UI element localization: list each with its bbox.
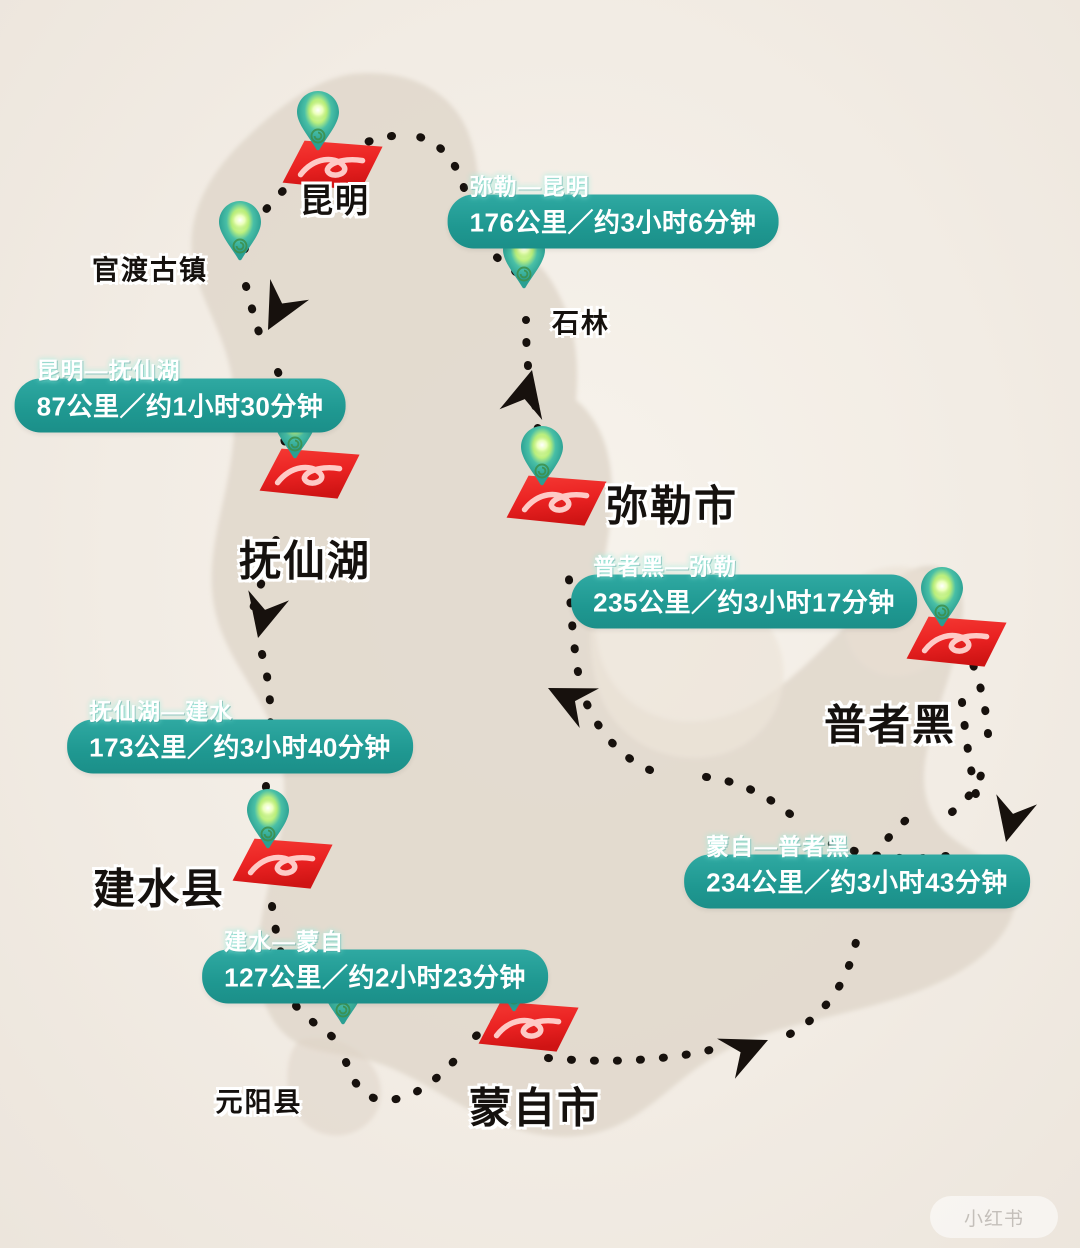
arrowhead-west-mile	[548, 688, 599, 728]
red-tile-icon	[281, 135, 385, 197]
arrowhead-south-guandu	[268, 279, 310, 330]
watermark-badge: 小红书	[930, 1196, 1058, 1238]
route-badge-detail: 234公里／约3小时43分钟	[684, 854, 1030, 909]
city-label-yuanyang: 元阳县	[215, 1087, 303, 1118]
leg-shilin-in	[522, 316, 532, 370]
leg-yuanyang-mengzi	[342, 1048, 466, 1105]
watermark-text: 小红书	[963, 1208, 1024, 1230]
city-label-jianshuixian: 建水县	[92, 865, 226, 913]
route-badge-title: 建水—蒙自	[224, 928, 345, 955]
route-arrowheads	[248, 279, 1038, 1079]
route-badge-detail: 87公里／约1小时30分钟	[14, 378, 346, 433]
arrowhead-south-fuxianhu	[248, 590, 290, 638]
red-tile-icon	[231, 833, 335, 895]
leg-mengzi-east	[544, 1044, 722, 1065]
arrowhead-east-mengzi	[717, 1038, 768, 1079]
city-label-guandu: 官渡古镇	[92, 255, 208, 286]
route-badge-detail: 127公里／约2小时23分钟	[202, 949, 548, 1004]
red-tile-icon	[905, 611, 1009, 673]
arrowhead-north-shilin	[499, 370, 543, 420]
leg-east-north	[786, 926, 862, 1038]
leg-puzhehei-mile-c	[582, 698, 654, 774]
arrowhead-south-puzhehei	[996, 794, 1038, 842]
route-badge-title: 弥勒—昆明	[469, 173, 590, 200]
leg-shilin-loop-b	[412, 132, 468, 192]
red-tile-icon	[477, 996, 581, 1058]
route-badge-title: 抚仙湖—建水	[89, 698, 234, 725]
city-label-fuxianhu: 抚仙湖	[238, 537, 372, 585]
route-badge-title: 昆明—抚仙湖	[36, 357, 181, 384]
route-badge-detail: 176公里／约3小时6分钟	[447, 194, 779, 249]
city-label-mile: 弥勒市	[605, 482, 739, 530]
red-tile-icon	[258, 443, 362, 505]
route-badge-title: 普者黑—弥勒	[593, 553, 738, 580]
route-badge-detail: 235公里／约3小时17分钟	[571, 574, 917, 629]
city-label-puzhehei: 普者黑	[823, 701, 957, 749]
city-label-kunming: 昆明	[300, 182, 370, 219]
route-badge-detail: 173公里／约3小时40分钟	[67, 719, 413, 774]
red-tile-icon	[505, 470, 609, 532]
route-badge-title: 蒙自—普者黑	[706, 833, 851, 860]
leg-puzhehei-mile-a	[818, 836, 950, 863]
city-label-mengzi: 蒙自市	[468, 1084, 602, 1132]
leg-puzhehei-in-b	[968, 658, 992, 738]
city-label-shilin: 石林	[552, 308, 610, 339]
